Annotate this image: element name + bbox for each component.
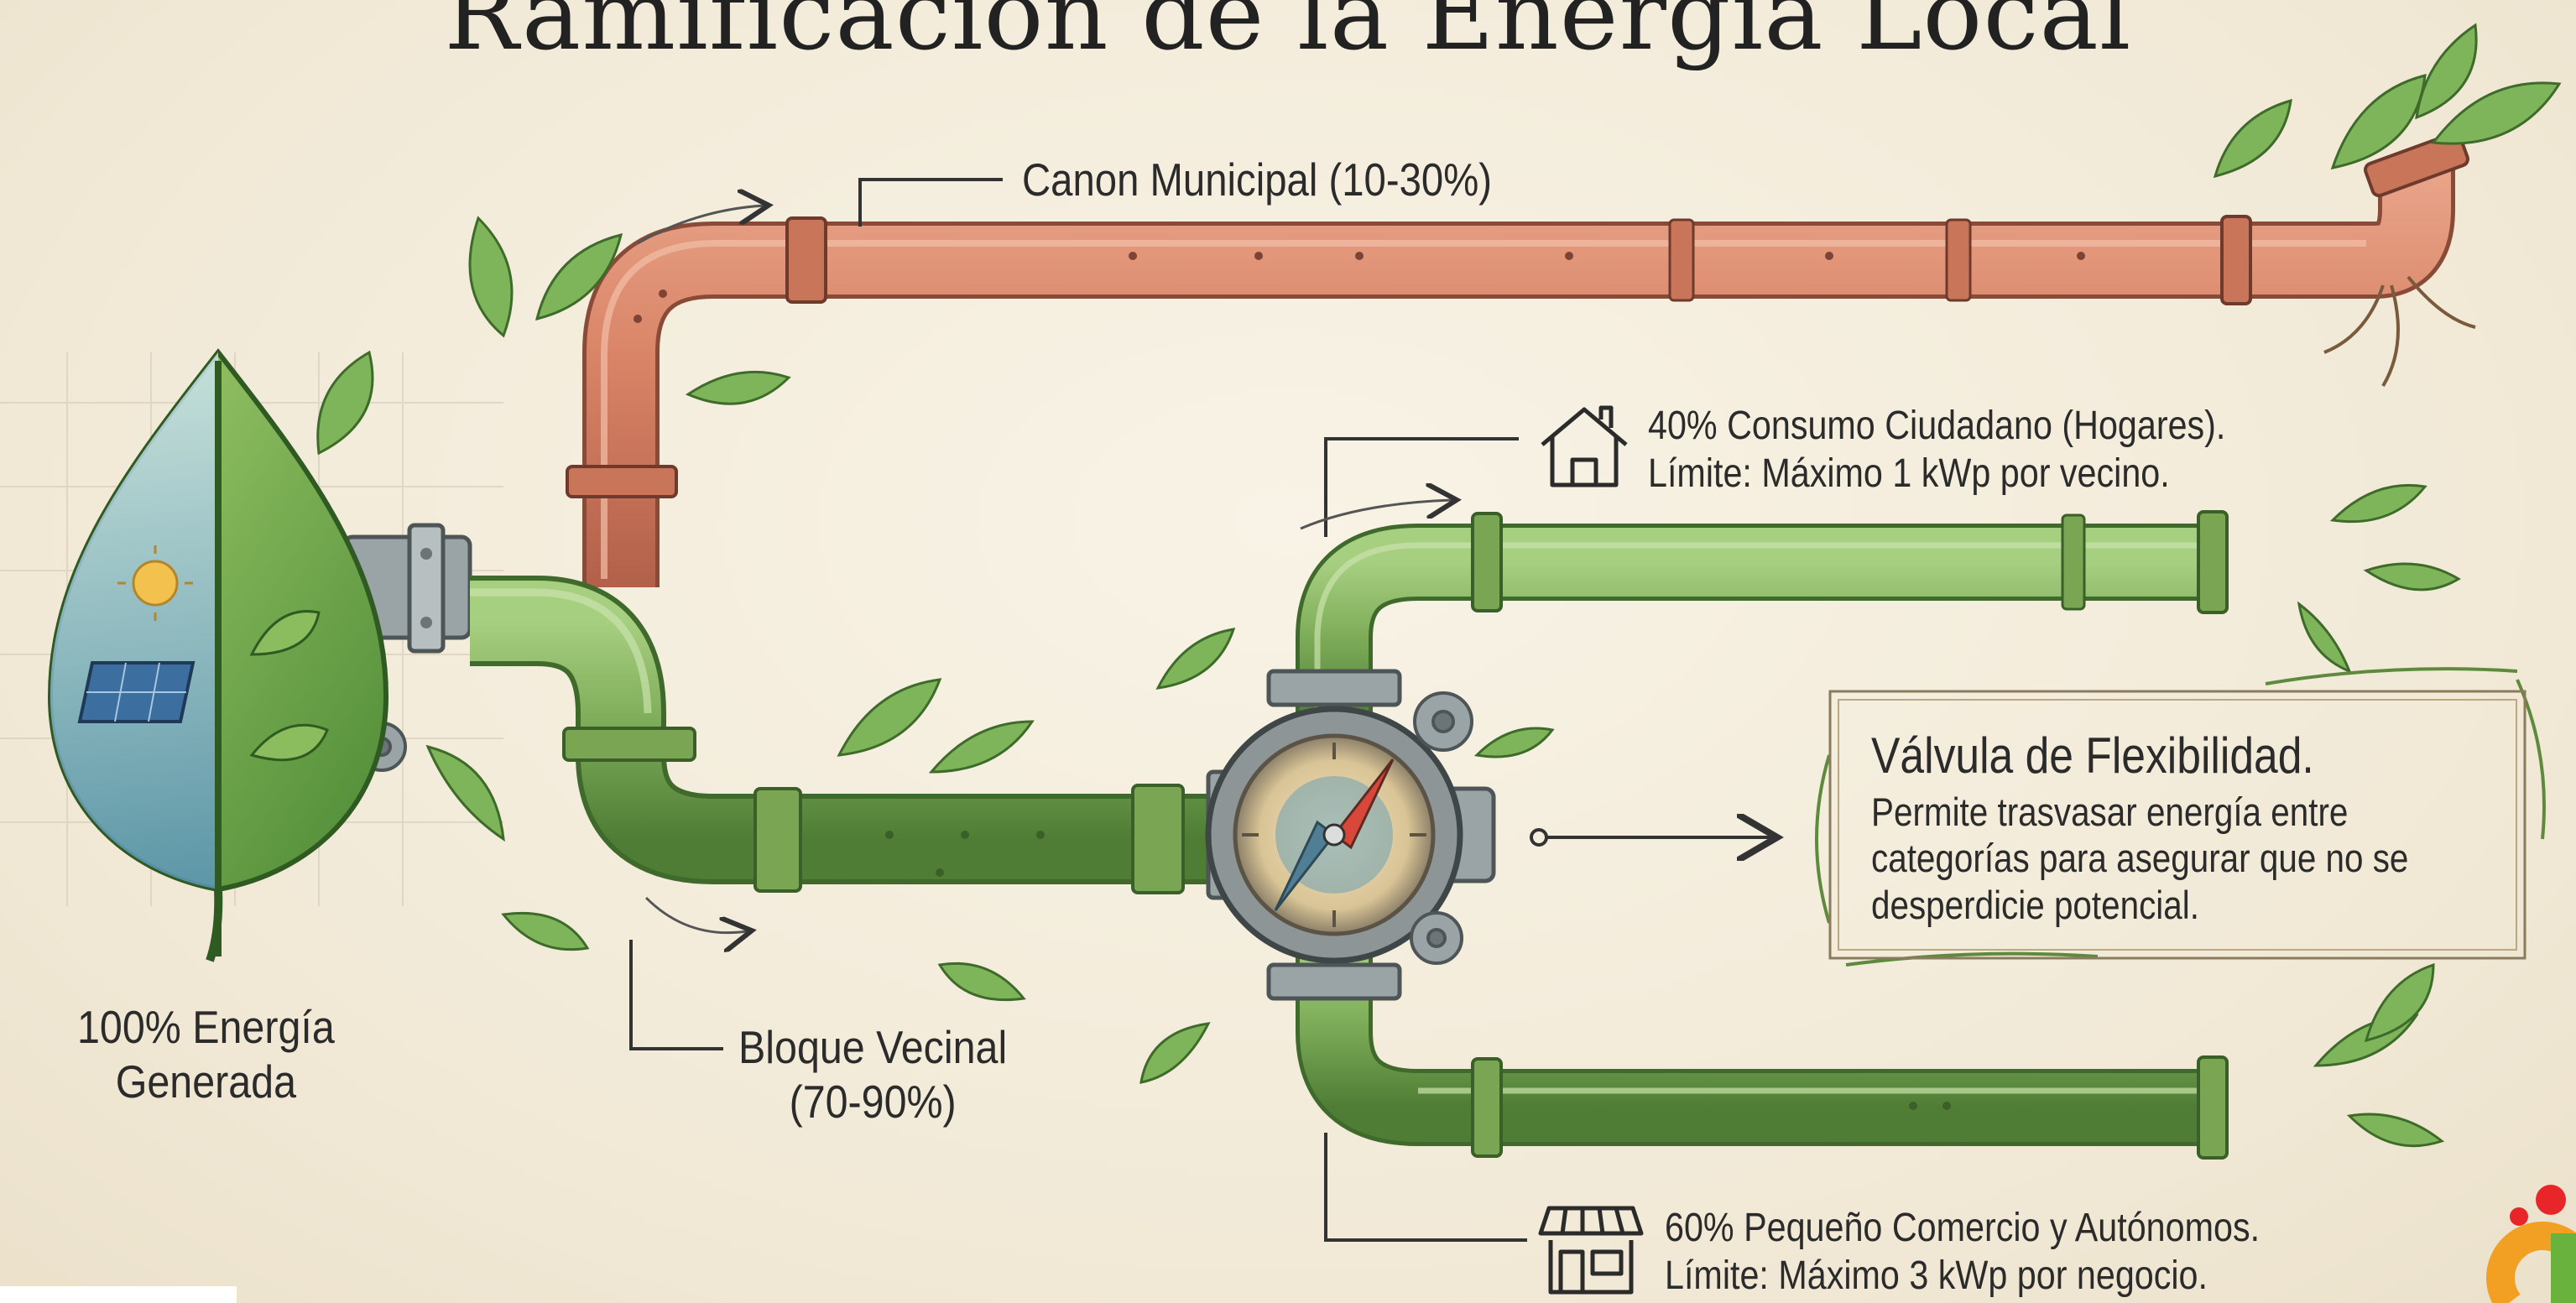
bloque-vecinal-range: (70-90%) bbox=[789, 1075, 957, 1128]
canon-pipe bbox=[566, 131, 2469, 587]
hogares-label: 40% Consumo Ciudadano (Hogares). Límite:… bbox=[1648, 403, 2225, 498]
comercio-share-text: 60% Pequeño Comercio y Autónomos. bbox=[1665, 1206, 2261, 1250]
bloque-vecinal-pipe bbox=[342, 523, 1208, 894]
sun-icon bbox=[117, 545, 193, 621]
bloque-vecinal-label: Bloque Vecinal (70-90%) bbox=[738, 1020, 1007, 1129]
flow-arrows bbox=[637, 206, 1452, 933]
source-energy-label: 100% Energía Generada bbox=[77, 1000, 335, 1109]
source-energy-line2: Generada bbox=[115, 1055, 297, 1108]
valve-arrow bbox=[1530, 830, 1770, 845]
source-energy-line1: 100% Energía bbox=[77, 1001, 335, 1053]
comercio-pipe bbox=[1296, 948, 2229, 1160]
hogares-share-text: 40% Consumo Ciudadano (Hogares). bbox=[1648, 404, 2226, 448]
leaf-icon bbox=[47, 348, 389, 962]
brand-logo bbox=[2486, 1185, 2576, 1303]
valve-callout-frame bbox=[1828, 690, 2526, 960]
house-icon bbox=[1541, 405, 1628, 487]
hogares-pipe bbox=[1296, 510, 2229, 722]
canon-municipal-label: Canon Municipal (10-30%) bbox=[1022, 154, 1493, 206]
bloque-vecinal-name: Bloque Vecinal bbox=[738, 1021, 1008, 1073]
valve-title: Válvula de Flexibilidad. bbox=[1871, 727, 2314, 784]
comercio-label: 60% Pequeño Comercio y Autónomos. Límite… bbox=[1665, 1205, 2260, 1300]
corner-badge bbox=[0, 1286, 237, 1303]
valve-description: Permite trasvasar energía entre categorí… bbox=[1871, 790, 2409, 927]
roots bbox=[2323, 275, 2476, 388]
hogares-limit-text: Límite: Máximo 1 kWp por vecino. bbox=[1648, 451, 2170, 496]
comercio-limit-text: Límite: Máximo 3 kWp por negocio. bbox=[1665, 1253, 2208, 1298]
solar-panel-icon bbox=[77, 661, 196, 723]
foliage bbox=[316, 23, 2562, 1148]
callout-lines bbox=[629, 178, 1527, 1242]
page-title: Ramificación de la Energía Local bbox=[444, 0, 2132, 72]
shop-icon bbox=[1538, 1206, 1644, 1295]
